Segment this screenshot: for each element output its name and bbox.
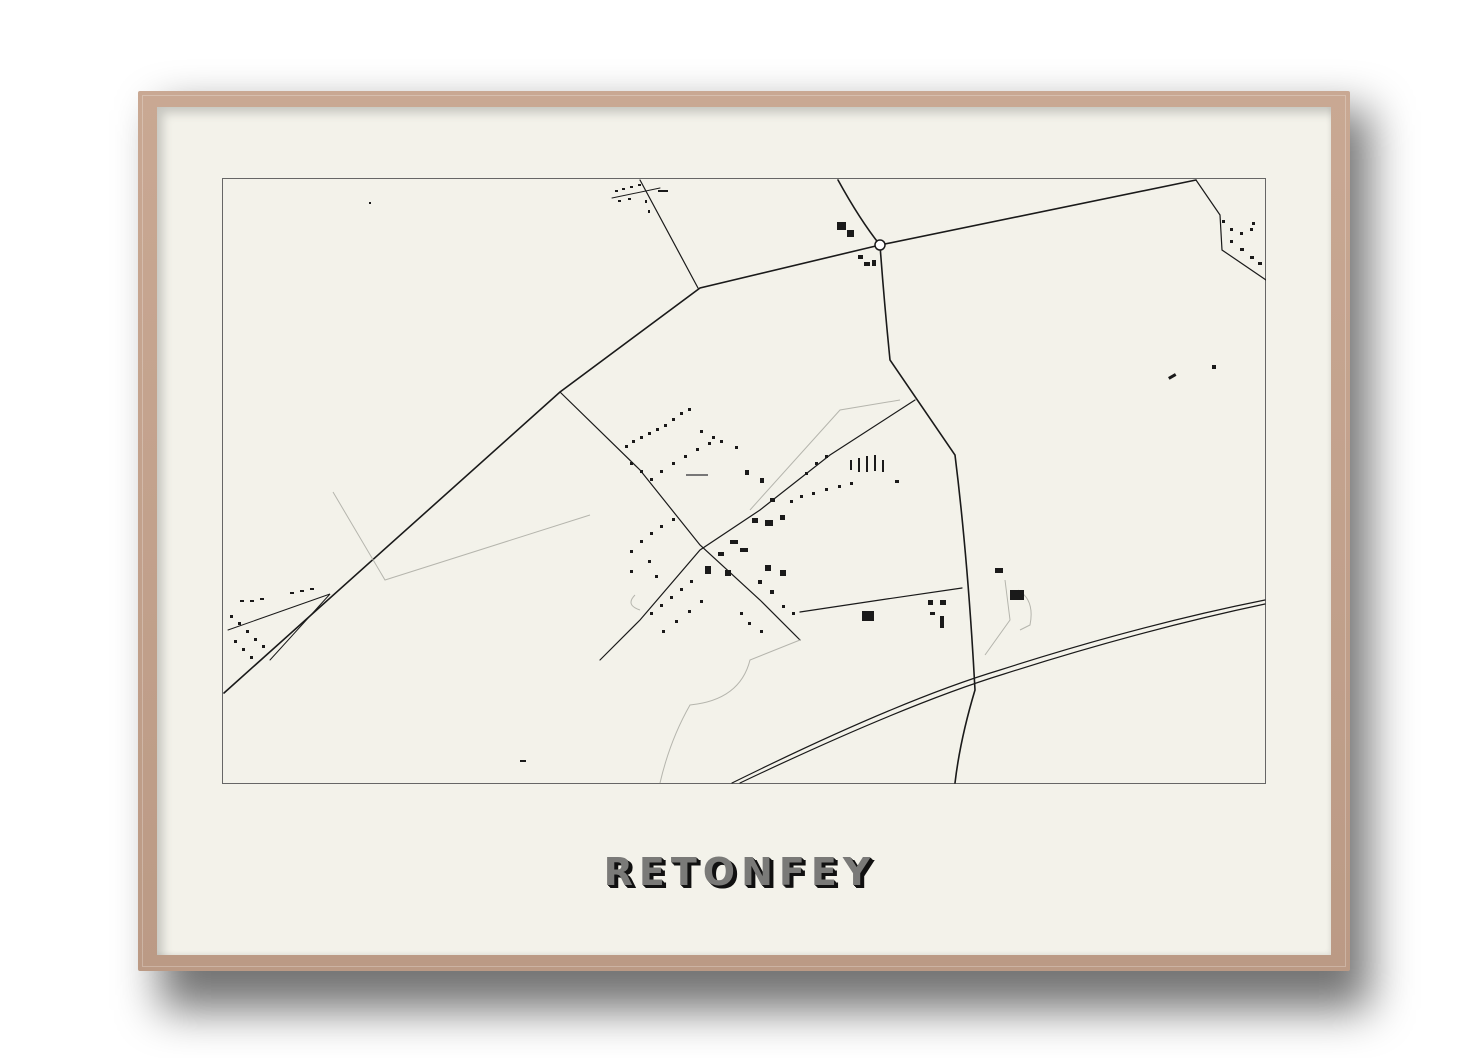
main-road-diagonal — [223, 179, 1197, 694]
footpath-west — [332, 491, 591, 581]
buildings — [369, 202, 1216, 762]
village-road-2 — [599, 399, 916, 661]
footpath-south — [659, 639, 801, 784]
highway-track-a — [731, 599, 1266, 784]
highway-track-b — [739, 603, 1266, 784]
road-west — [227, 593, 331, 661]
street-map — [222, 178, 1266, 784]
road-east — [799, 587, 963, 613]
north-south-road — [837, 179, 976, 784]
village-road-1 — [559, 391, 801, 641]
map-border — [222, 178, 1266, 784]
roundabout — [874, 239, 886, 251]
road-north-west — [639, 179, 699, 289]
poster-title: RETONFEY — [603, 850, 877, 894]
footpath-village — [630, 594, 641, 611]
footpath-north — [749, 399, 901, 511]
road-northeast — [1195, 179, 1266, 281]
village-cluster — [230, 184, 1262, 659]
road-top-village — [611, 187, 661, 199]
